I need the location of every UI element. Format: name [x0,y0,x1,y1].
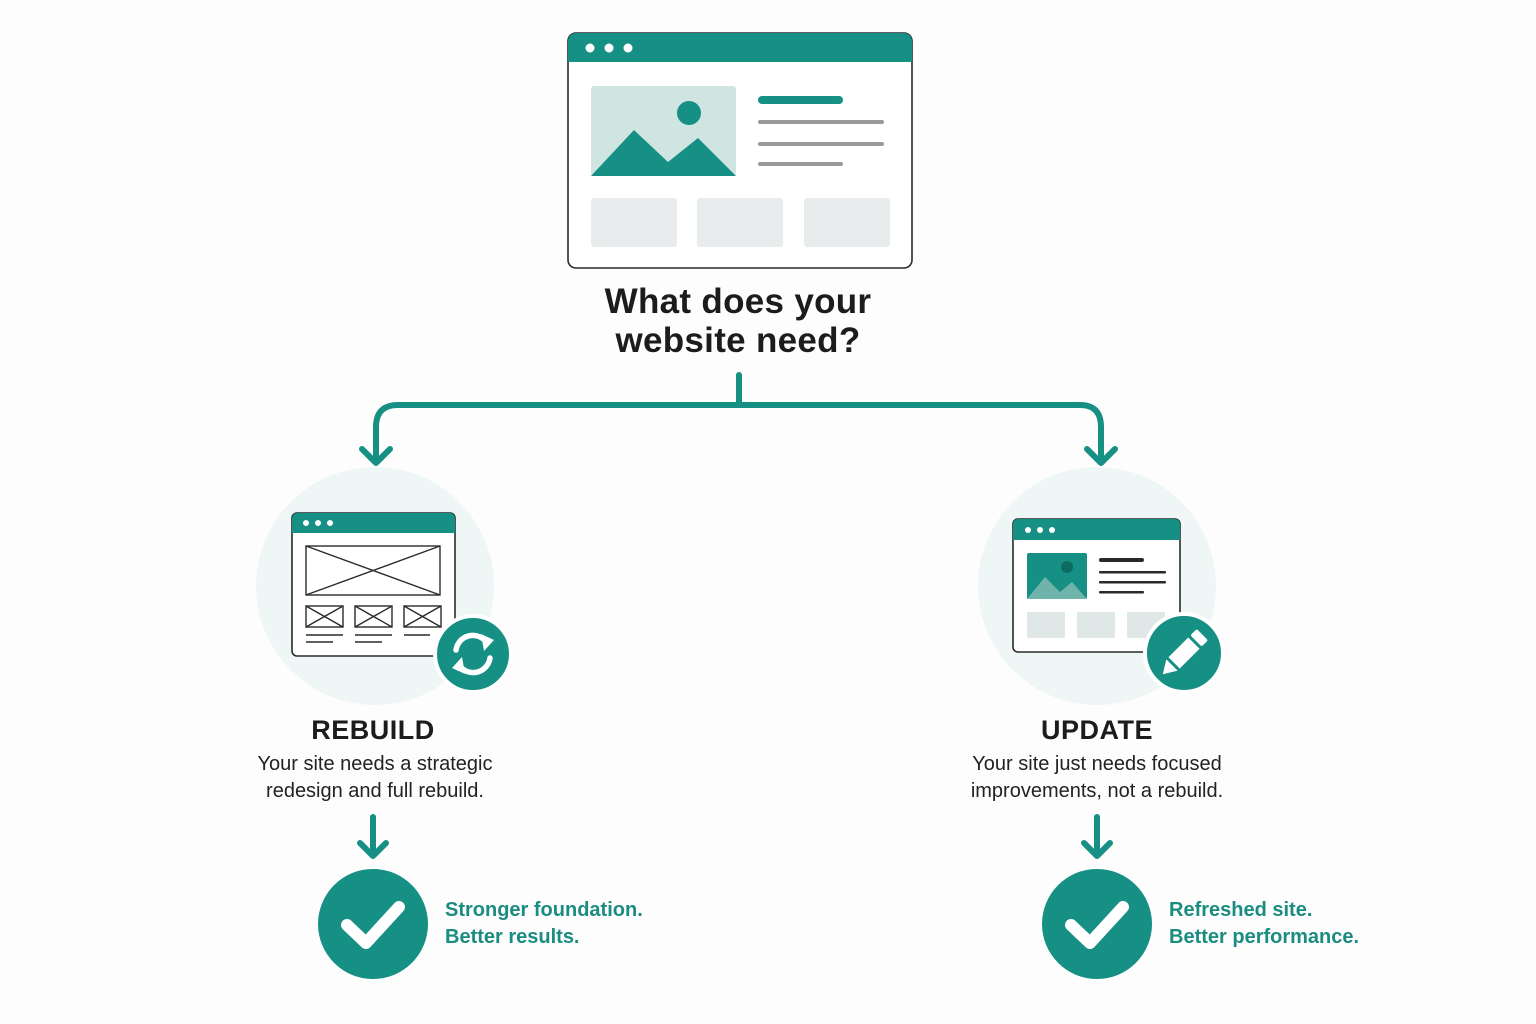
rebuild-result-line-1: Stronger foundation. [445,899,643,921]
rebuild-description: Your site needs a strategic redesign and… [155,751,595,805]
styled-browser-icon [1012,518,1181,653]
update-description-line-2: improvements, not a rebuild. [970,780,1224,802]
rebuild-result-line-2: Better results. [445,926,580,948]
pencil-icon [1143,612,1225,694]
image-placeholder-icon [591,86,736,176]
rebuild-description-line-1: Your site needs a strategic [257,753,493,775]
rebuild-result-arrow [357,814,389,859]
checkmark-icon [1042,869,1152,979]
update-result-line-1: Refreshed site. [1169,899,1313,921]
update-title: UPDATE [1040,715,1153,745]
question-line-2: website need? [615,321,861,360]
question-title: What does your website need? [468,282,1008,360]
update-result-line-2: Better performance. [1169,926,1360,948]
update-result-arrow [1081,814,1113,859]
rebuild-title: REBUILD [311,715,435,745]
checkmark-icon [318,869,428,979]
refresh-icon [433,614,513,694]
wireframe-browser-icon [291,512,456,657]
rebuild-description-line-2: redesign and full rebuild. [266,780,484,802]
update-description-line-1: Your site just needs focused [972,753,1222,775]
update-description: Your site just needs focused improvement… [877,751,1317,805]
website-browser-icon [567,32,913,269]
branch-connector [359,372,1118,466]
rebuild-result: Stronger foundation. Better results. [445,897,643,951]
update-result: Refreshed site. Better performance. [1169,897,1359,951]
question-line-1: What does your [604,282,872,321]
